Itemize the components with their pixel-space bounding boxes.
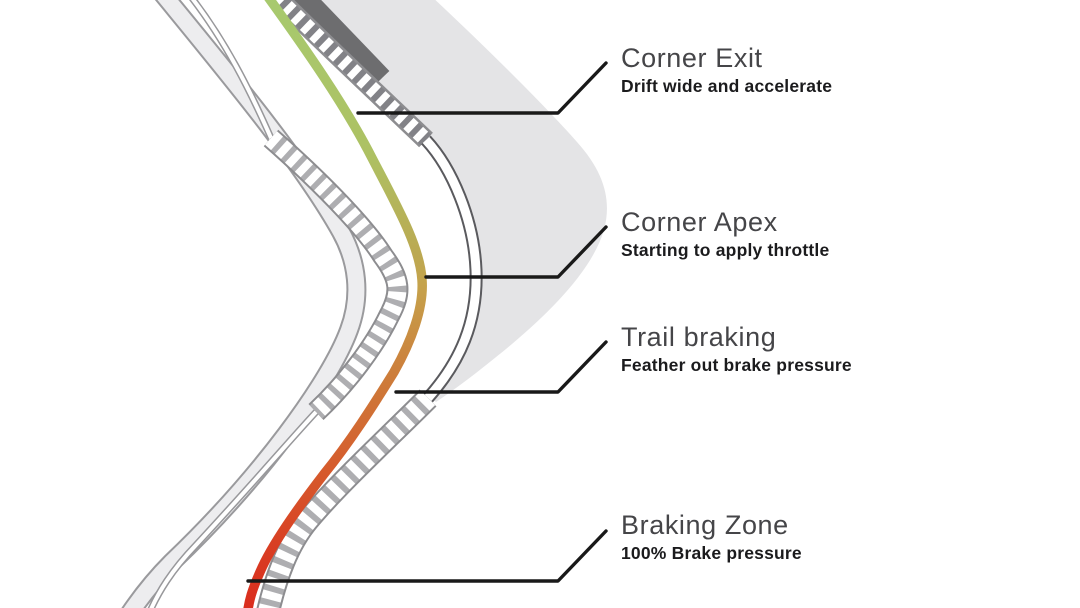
racing-line — [243, 0, 427, 608]
runoff-area — [276, 0, 607, 402]
callout-corner-exit: Corner Exit Drift wide and accelerate — [621, 42, 832, 97]
callout-corner-apex: Corner Apex Starting to apply throttle — [621, 206, 829, 261]
callout-title: Braking Zone — [621, 510, 789, 540]
callout-title: Corner Exit — [621, 43, 763, 73]
callout-line-trail-braking — [394, 340, 608, 394]
callout-subtitle: Starting to apply throttle — [621, 240, 830, 260]
inside-track-edge — [128, 0, 397, 608]
callout-subtitle: 100% Brake pressure — [621, 543, 802, 563]
callout-trail-braking: Trail braking Feather out brake pressure — [621, 321, 852, 376]
callout-title: Corner Apex — [621, 207, 778, 237]
callout-line-corner-apex — [424, 225, 608, 279]
callout-subtitle: Drift wide and accelerate — [621, 76, 833, 96]
callout-title: Trail braking — [621, 322, 777, 352]
callout-subtitle: Feather out brake pressure — [621, 355, 852, 375]
callout-line-braking-zone — [246, 529, 608, 583]
callout-lines — [246, 61, 608, 583]
barrier-bar — [285, 0, 390, 90]
callout-line-corner-exit — [356, 61, 608, 115]
callout-braking-zone: Braking Zone 100% Brake pressure — [621, 509, 802, 564]
